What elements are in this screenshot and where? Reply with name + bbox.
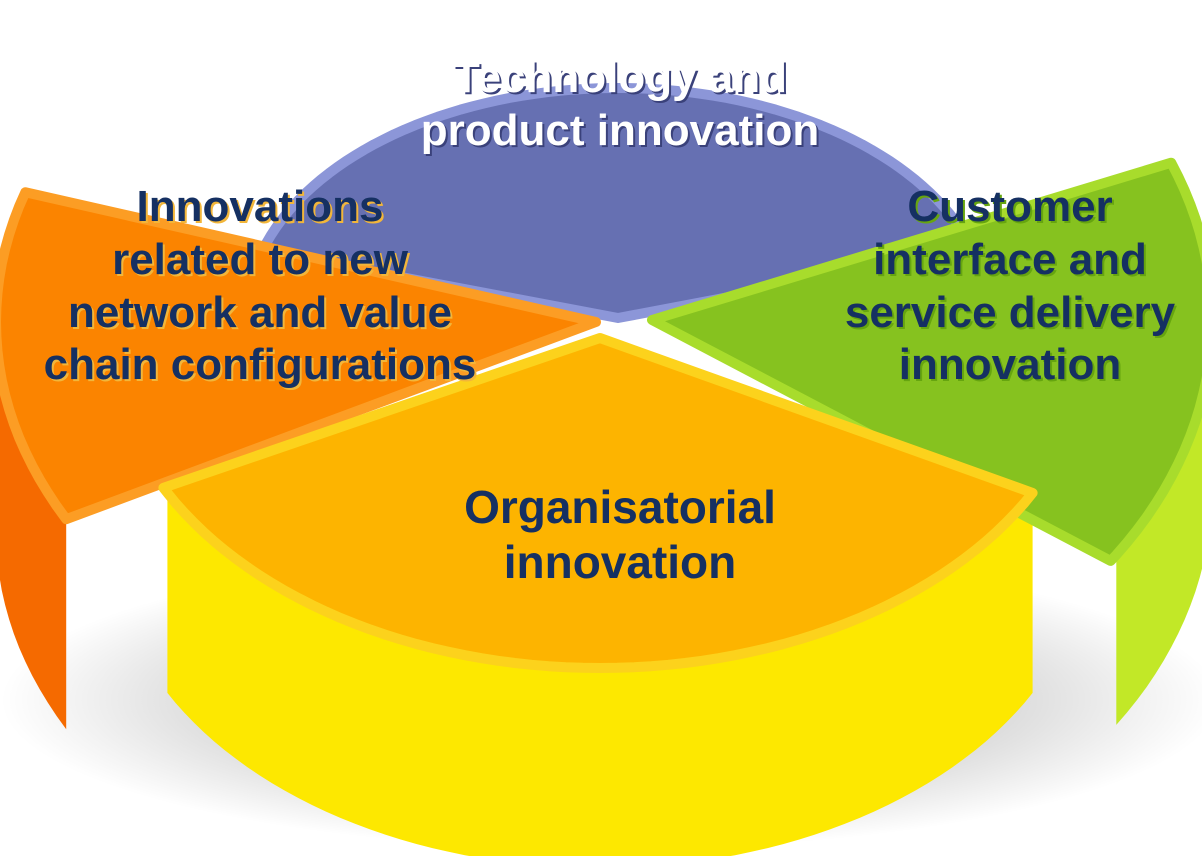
pie-tops: [0, 83, 1202, 673]
pie-slice-organisational: [158, 333, 1038, 673]
pie-sides: [0, 369, 1202, 856]
pie-slice-technology: [257, 83, 979, 323]
segment-label-network: Innovations related to new network and v…: [43, 182, 477, 390]
pie-side-network: [0, 369, 67, 730]
pie-side-organisational: [167, 492, 1033, 856]
segment-label-technology: Technology and product innovation: [420, 53, 820, 155]
segment-label-organisational: Organisatorial innovation: [464, 481, 776, 589]
pie-slice-customer: [647, 157, 1202, 566]
segment-label-customer: Customer interface and service delivery …: [844, 182, 1176, 390]
pie-side-customer: [1116, 398, 1202, 725]
pie-slice-network: [0, 187, 601, 525]
